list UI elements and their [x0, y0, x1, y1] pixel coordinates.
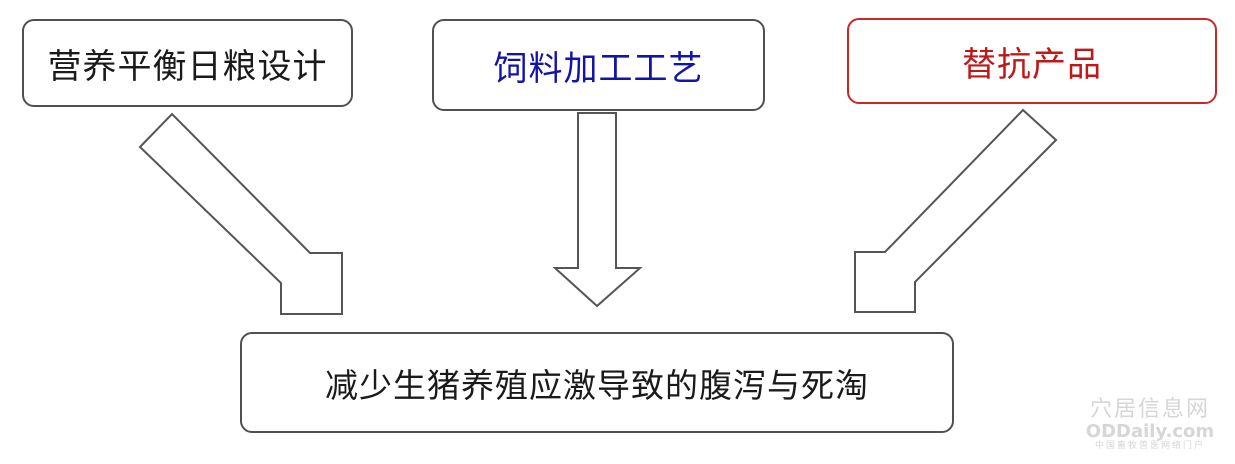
box-outcome: 减少生猪养殖应激导致的腹泻与死淘 — [240, 332, 954, 433]
box-feed-processing: 饲料加工工艺 — [432, 19, 765, 111]
watermark: 穴居信息网 ODDaily.com 中国畜牧兽医网络门户 — [1075, 397, 1225, 460]
watermark-line1: 穴居信息网 — [1089, 397, 1210, 422]
box-diet-design: 营养平衡日粮设计 — [22, 19, 353, 107]
box-antibiotic-alternatives-label: 替抗产品 — [962, 44, 1102, 85]
arrow-right-diagonal — [854, 108, 1058, 313]
box-diet-design-label: 营养平衡日粮设计 — [47, 46, 328, 87]
box-feed-processing-label: 饲料加工工艺 — [493, 48, 704, 89]
box-antibiotic-alternatives: 替抗产品 — [847, 18, 1217, 104]
arrow-center-vertical — [552, 112, 643, 308]
watermark-line3: 中国畜牧兽医网络门户 — [1094, 440, 1205, 451]
watermark-line2: ODDaily.com — [1085, 421, 1215, 443]
box-outcome-label: 减少生猪养殖应激导致的腹泻与死淘 — [325, 365, 869, 405]
arrow-left-diagonal — [138, 112, 343, 315]
